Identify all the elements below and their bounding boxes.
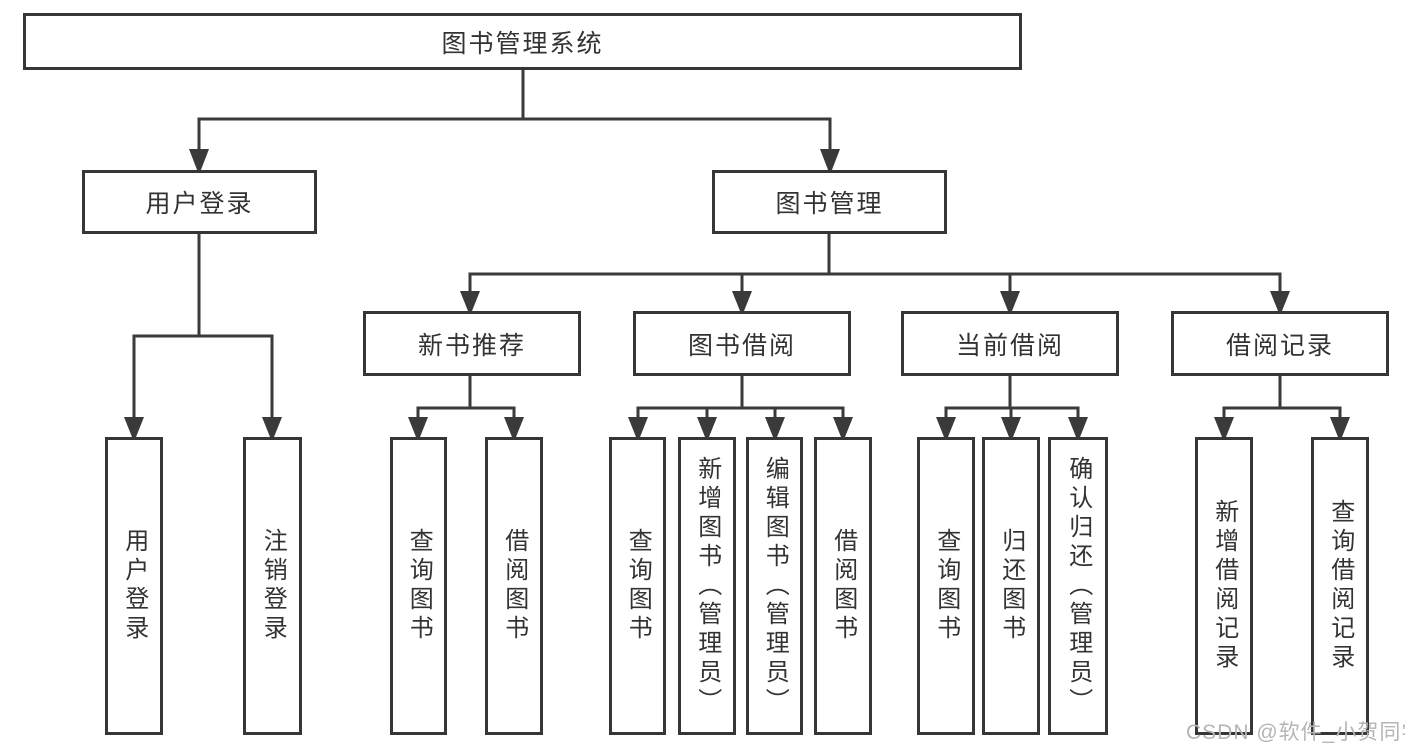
leaf-query-books-recommend: 查询图书 (390, 437, 447, 735)
node-borrow-records: 借阅记录 (1171, 311, 1389, 376)
leaf-query-books-current: 查询图书 (917, 437, 975, 735)
node-book-management: 图书管理 (712, 170, 947, 234)
leaf-add-borrow-record: 新增借阅记录 (1195, 437, 1253, 735)
watermark: CSDN @软件_小贺同学 (1186, 721, 1405, 744)
leaf-logout: 注销登录 (243, 437, 302, 735)
leaf-edit-book-admin: 编辑图书（管理员） (746, 437, 803, 735)
leaf-borrow-books-recommend: 借阅图书 (485, 437, 543, 735)
node-current-borrow: 当前借阅 (901, 311, 1119, 376)
leaf-add-book-admin: 新增图书（管理员） (678, 437, 736, 735)
leaf-borrow-books-2: 借阅图书 (814, 437, 872, 735)
node-library-system: 图书管理系统 (23, 13, 1022, 70)
node-user-login: 用户登录 (82, 170, 317, 234)
node-book-borrow: 图书借阅 (633, 311, 851, 376)
node-new-book-recommend: 新书推荐 (363, 311, 581, 376)
leaf-confirm-return-admin: 确认归还（管理员） (1048, 437, 1108, 735)
leaf-return-books: 归还图书 (982, 437, 1040, 735)
leaf-query-books-borrow: 查询图书 (609, 437, 666, 735)
arrowhead-icons (124, 149, 1350, 442)
leaf-query-borrow-record: 查询借阅记录 (1311, 437, 1369, 735)
leaf-user-login: 用户登录 (105, 437, 163, 735)
